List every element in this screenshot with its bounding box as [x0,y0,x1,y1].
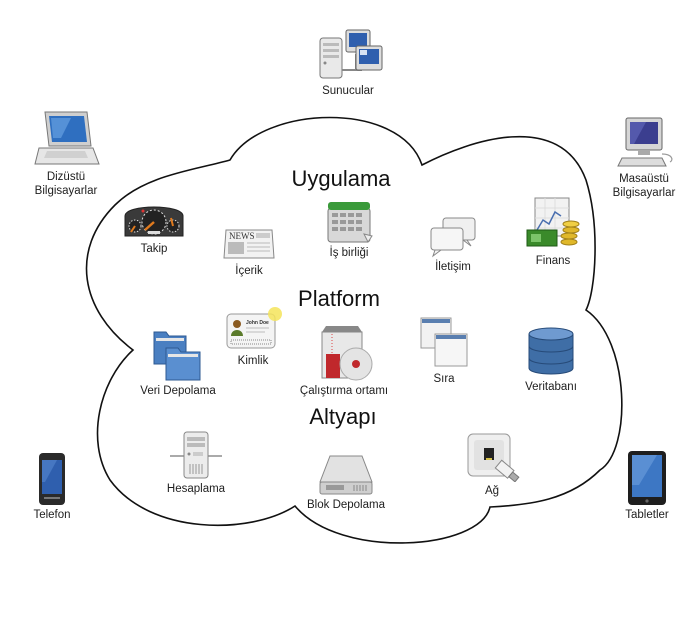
item-label: Finans [535,255,571,267]
calendar-icon [327,202,373,243]
client-label: Tabletler [625,509,669,521]
id-card-icon: John Doe [226,307,282,349]
item-label: Hesaplama [166,483,226,495]
item-sira: Sıra [414,316,474,386]
item-label: Sıra [433,373,455,385]
client-dizustu: Dizüstü Bilgisayarlar [16,108,116,198]
chat-bubbles-icon [430,217,476,258]
client-label-line2: Bilgisayarlar [34,185,98,197]
desktop-icon [617,117,673,167]
client-label: Telefon [33,509,71,521]
item-finans: Finans [520,196,586,268]
item-label: Çalıştırma ortamı [299,385,389,397]
layer-title-altyapi: Altyapı [309,404,377,429]
compute-server-icon [170,431,222,479]
client-sunucular: Sunucular [300,28,396,98]
client-telefon: Telefon [22,452,82,522]
item-icerik: NEWS İçerik [216,226,282,278]
item-veritabani: Veritabanı [514,326,588,394]
item-label: Ağ [484,485,500,497]
client-label-line2: Bilgisayarlar [612,187,676,199]
item-label: Veritabanı [525,381,577,393]
layer-title-platform: Platform [298,286,380,311]
item-label: Veri Depolama [140,385,216,397]
item-ag: Ağ [462,432,522,498]
item-label: Takip [140,243,168,255]
item-label: İletişim [435,261,471,273]
item-hesaplama: Hesaplama [160,430,232,496]
servers-icon [319,29,383,79]
item-label: İş birliği [329,247,369,259]
id-card-name-text: John Doe [246,320,269,326]
phone-icon [39,453,65,505]
client-tabletler: Tabletler [612,450,682,522]
queue-windows-icon [420,317,468,367]
item-label: Blok Depolama [307,499,385,511]
finance-chart-money-icon [526,197,580,247]
newspaper-icon: NEWS [223,229,275,259]
newspaper-icon-text: NEWS [229,231,255,241]
item-label: Kimlik [237,355,269,367]
folders-icon [153,331,201,381]
item-blok-depolama: Blok Depolama [294,452,398,512]
client-label: Sunucular [322,85,374,97]
item-label: İçerik [235,265,263,277]
item-takip: Takip [116,198,192,256]
tablet-icon [628,451,666,505]
item-kimlik: John Doe Kimlik [220,304,286,368]
client-label-line1: Dizüstü [46,171,86,183]
item-is-birligi: İş birliği [314,198,384,260]
database-icon [528,327,574,375]
item-veri-depolama: Veri Depolama [130,324,226,398]
dashboard-icon [124,206,184,237]
item-calistirma: Çalıştırma ortamı [290,322,398,398]
client-label-line1: Masaüstü [619,173,669,185]
laptop-icon [34,111,100,165]
hard-drive-icon [319,455,373,495]
client-masaustu: Masaüstü Bilgisayarlar [594,114,694,200]
item-iletisim: İletişim [420,214,486,274]
runtime-box-disc-icon [321,326,373,381]
layer-title-uygulama: Uygulama [291,166,391,191]
network-jack-icon [467,433,520,482]
